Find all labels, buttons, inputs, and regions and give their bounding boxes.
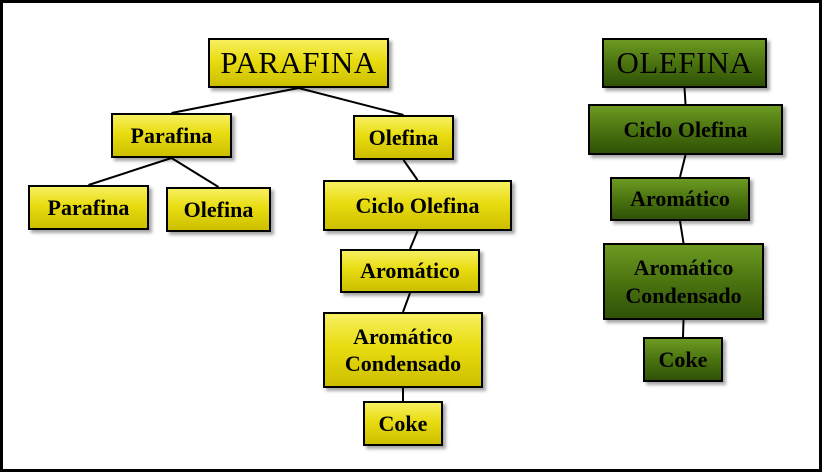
node-olefina-root: OLEFINA — [602, 38, 767, 88]
node-parafina-olefina: Olefina — [166, 187, 271, 232]
node-olefina-ciclo-olefina: Ciclo Olefina — [588, 104, 783, 155]
link-olefina-root-to-ciclo-olefina — [683, 87, 687, 105]
link-parafina-root-to-parafina — [171, 87, 299, 114]
node-olefina-aromatico: Aromático — [610, 177, 750, 221]
node-olefina-aromatico-condensado: Aromático Condensado — [603, 243, 764, 320]
node-ciclo-olefina: Ciclo Olefina — [323, 180, 512, 231]
node-parafina-root: PARAFINA — [208, 38, 389, 88]
link-parafina-root-to-olefina — [298, 87, 404, 116]
link-ciclo-olefina-to-aromatico — [409, 230, 419, 250]
node-olefina: Olefina — [353, 115, 454, 160]
link-olefina-to-ciclo-olefina — [402, 159, 419, 181]
node-parafina-parafina: Parafina — [28, 185, 149, 230]
link-aromatico-to-condensado — [402, 292, 411, 313]
connector-layer — [88, 87, 687, 401]
link-olefina-aromatico-to-condensado — [679, 220, 685, 244]
node-coke: Coke — [363, 401, 443, 446]
node-parafina: Parafina — [111, 113, 232, 158]
link-olefina-ciclo-to-aromatico — [679, 154, 687, 178]
link-olefina-condensado-to-coke — [682, 319, 685, 338]
node-aromatico-condensado: Aromático Condensado — [323, 312, 483, 388]
link-parafina-to-parafina — [88, 157, 172, 186]
node-aromatico: Aromático — [340, 249, 480, 293]
link-parafina-to-olefina — [170, 157, 220, 188]
node-olefina-coke: Coke — [643, 337, 723, 382]
